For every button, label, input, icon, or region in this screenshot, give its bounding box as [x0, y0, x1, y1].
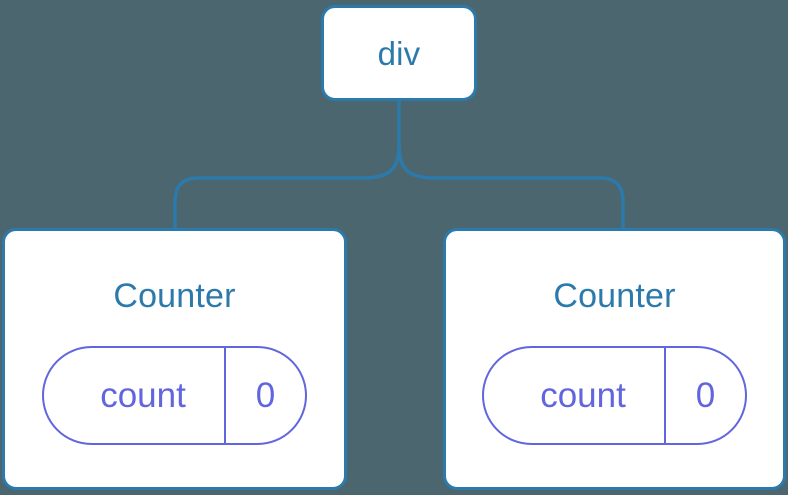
- state-key-left: count: [100, 376, 186, 415]
- state-key-right: count: [540, 376, 626, 415]
- state-value-left: 0: [255, 376, 276, 415]
- state-divider-right: [664, 348, 666, 443]
- state-badge-right[interactable]: count 0: [482, 346, 747, 445]
- state-badge-left[interactable]: count 0: [42, 346, 307, 445]
- state-value-right: 0: [695, 376, 716, 415]
- node-counter-right[interactable]: Counter count 0: [443, 228, 786, 490]
- node-counter-left-label: Counter: [113, 277, 236, 315]
- node-div[interactable]: div: [321, 5, 477, 101]
- state-divider-left: [224, 348, 226, 443]
- node-counter-right-label: Counter: [553, 277, 676, 315]
- node-div-label: div: [377, 34, 421, 72]
- node-counter-left[interactable]: Counter count 0: [2, 228, 347, 490]
- connector-branch-left: [173, 144, 401, 230]
- connector-branch-right: [397, 144, 625, 230]
